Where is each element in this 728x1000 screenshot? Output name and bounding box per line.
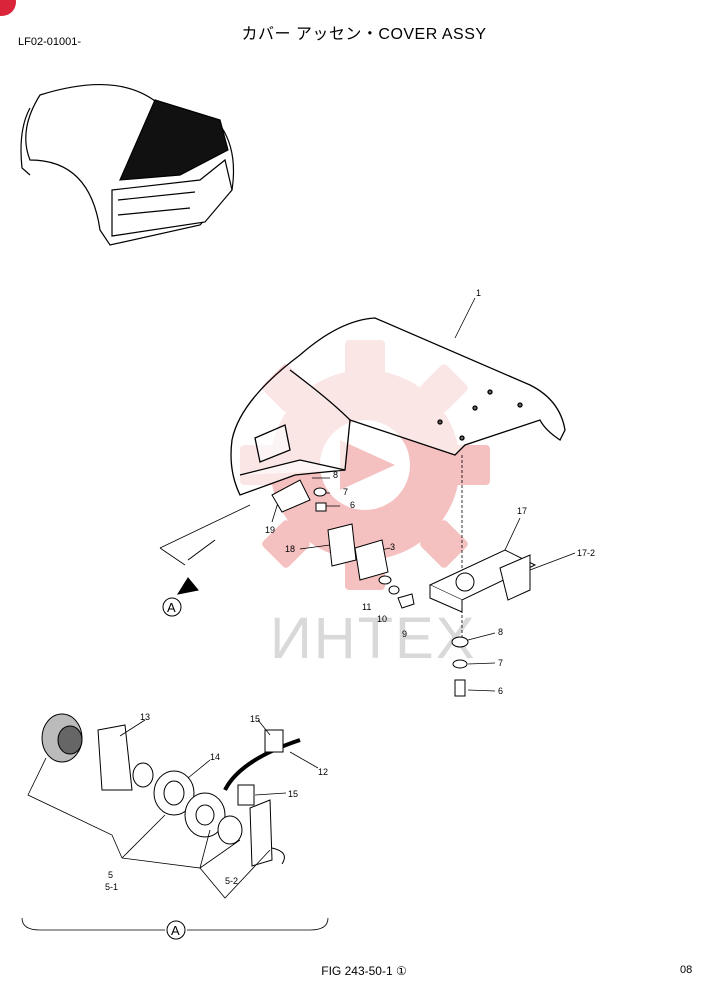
svg-text:A: A (171, 923, 180, 938)
callout-6a: 6 (350, 500, 355, 510)
detail-a-marker-top: A (162, 597, 182, 617)
callout-17: 17 (517, 506, 527, 516)
callout-19: 19 (265, 525, 275, 535)
callout-9: 9 (402, 629, 407, 639)
callout-6b: 6 (498, 686, 503, 696)
callout-13: 13 (140, 712, 150, 722)
page-title: カバー アッセン・COVER ASSY (241, 26, 487, 43)
callout-18: 18 (285, 544, 295, 554)
watermark-text: ИНТЕХ (270, 606, 477, 671)
callout-12: 12 (318, 767, 328, 777)
callouts: 1 8 7 6 19 18 3 11 10 9 17 17-2 8 7 6 13… (105, 288, 595, 892)
callout-1: 1 (476, 288, 481, 298)
detail-a-leaders (21, 719, 329, 931)
callout-3: 3 (390, 542, 395, 552)
svg-text:A: A (167, 600, 176, 615)
callout-8b: 8 (498, 627, 503, 637)
callout-8a: 8 (333, 470, 338, 480)
callout-17-2: 17-2 (577, 548, 595, 558)
figure-label: FIG 243-50-1 ① (321, 964, 407, 978)
hardware-parts (176, 479, 537, 697)
overview-cover-illustration (20, 83, 235, 246)
callout-7b: 7 (498, 658, 503, 668)
part-code: LF02-01001- (18, 36, 81, 48)
callout-5-2: 5-2 (225, 876, 238, 886)
callout-15a: 15 (250, 714, 260, 724)
cover-part-1 (230, 317, 566, 496)
callout-15b: 15 (288, 789, 298, 799)
detail-a-marker-bottom: A (166, 920, 186, 940)
page-number: 08 (680, 964, 693, 976)
callout-11: 11 (362, 602, 371, 612)
callout-14: 14 (210, 752, 220, 762)
detail-a-parts (41, 713, 301, 867)
callout-5-1: 5-1 (105, 882, 118, 892)
callout-5: 5 (108, 870, 113, 880)
callout-7a: 7 (343, 487, 348, 497)
callout-10: 10 (377, 614, 387, 624)
leader-lines (159, 297, 576, 692)
